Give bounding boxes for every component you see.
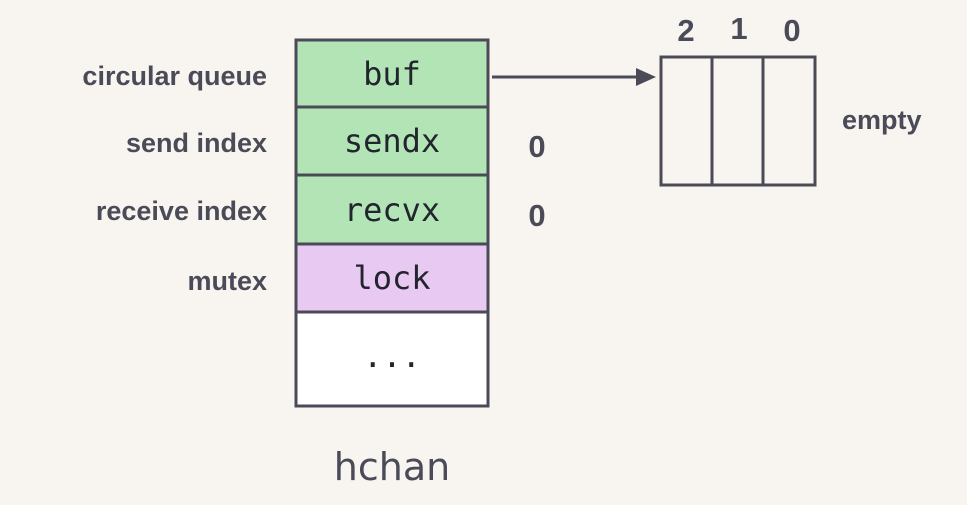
field-label-receive-index: receive index	[95, 196, 267, 226]
field-label-circular-queue: circular queue	[82, 61, 267, 91]
cell-recvx-text: recvx	[343, 191, 441, 229]
slot-index-label: 2	[677, 13, 695, 48]
cell-ellipsis-text: ...	[363, 337, 421, 375]
cell-ellipsis-box	[296, 312, 488, 406]
cell-buf-box	[296, 40, 488, 107]
cell-sendx-box	[296, 107, 488, 175]
struct-name-caption: hchan	[333, 445, 451, 489]
slot-index-label: 1	[730, 11, 748, 46]
struct-outline	[294, 38, 490, 408]
field-label-mutex: mutex	[187, 266, 267, 296]
cell-sendx-text: sendx	[343, 122, 441, 160]
cell-lock-text: lock	[353, 259, 431, 297]
slot-index-label: 0	[783, 13, 801, 48]
cell-recvx-box	[296, 175, 488, 244]
recvx-value: 0	[528, 198, 546, 233]
cell-lock-box	[296, 244, 488, 312]
sendx-value: 0	[528, 129, 546, 164]
buffer-outline	[659, 55, 817, 187]
cell-buf-text: buf	[363, 55, 421, 93]
field-label-send-index: send index	[125, 128, 267, 158]
buf-arrow-head	[636, 68, 656, 86]
buffer-state-label: empty	[842, 105, 922, 135]
